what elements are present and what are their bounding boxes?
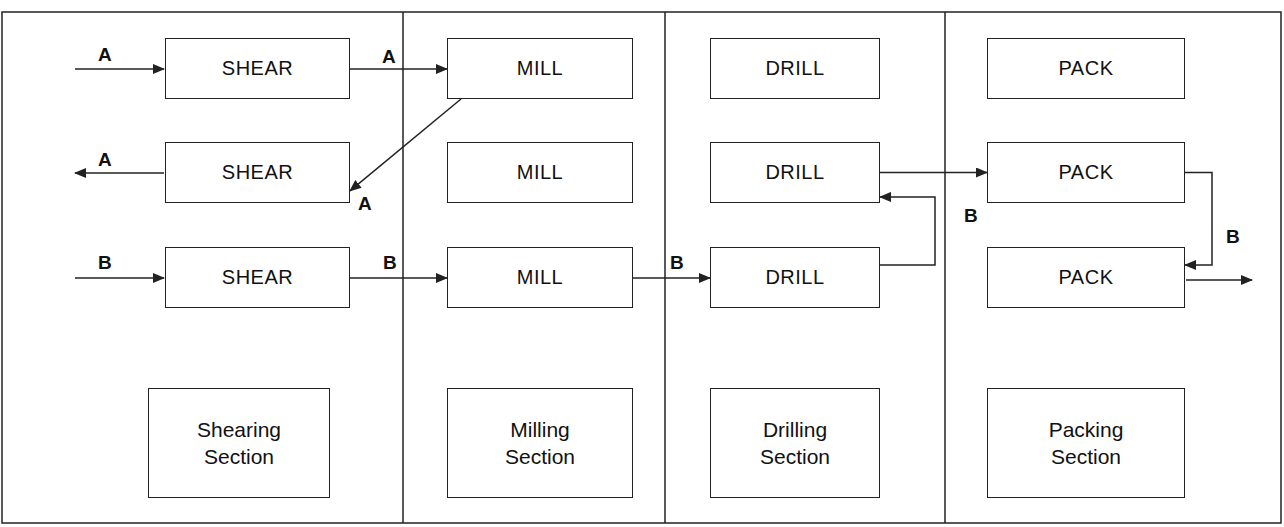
section-box: Packing Section xyxy=(987,388,1185,498)
machine-box: SHEAR xyxy=(165,247,350,308)
machine-name: SHEAR xyxy=(222,161,293,184)
machine-name: MILL xyxy=(517,161,563,184)
flow-label: B xyxy=(668,252,686,274)
machine-box: SHEAR xyxy=(165,38,350,99)
flow-label: B xyxy=(962,205,980,227)
flow-label: B xyxy=(1224,226,1242,248)
input-arrow xyxy=(75,277,164,279)
machine-box: PACK xyxy=(987,142,1185,203)
machine-name: SHEAR xyxy=(222,57,293,80)
machine-name: DRILL xyxy=(765,161,824,184)
flow-arrow xyxy=(880,197,935,265)
flow-arrow xyxy=(633,277,710,279)
section-name: Drilling Section xyxy=(735,416,855,471)
machine-name: PACK xyxy=(1059,57,1114,80)
output-arrow xyxy=(75,172,164,174)
outer-frame xyxy=(2,12,1281,523)
machine-name: DRILL xyxy=(765,57,824,80)
flow-arrow xyxy=(350,277,447,279)
machine-name: DRILL xyxy=(765,266,824,289)
machine-box: DRILL xyxy=(710,142,880,203)
machine-name: PACK xyxy=(1059,266,1114,289)
output-arrow xyxy=(1186,279,1252,281)
flow-label: B xyxy=(381,252,399,274)
section-name: Shearing Section xyxy=(179,416,299,471)
machine-box: PACK xyxy=(987,247,1185,308)
machine-box: DRILL xyxy=(710,38,880,99)
flow-arrow xyxy=(1185,173,1212,266)
machine-box: DRILL xyxy=(710,247,880,308)
flow-label: B xyxy=(96,252,114,274)
flow-arrow xyxy=(350,68,447,70)
section-box: Shearing Section xyxy=(148,388,330,498)
flow-label: A xyxy=(380,46,398,68)
section-divider xyxy=(664,12,666,523)
machine-name: MILL xyxy=(517,57,563,80)
section-name: Milling Section xyxy=(480,416,600,471)
machine-box: MILL xyxy=(447,38,633,99)
section-divider xyxy=(944,12,946,523)
flow-label: A xyxy=(96,149,114,171)
section-divider xyxy=(402,12,404,523)
flow-arrow xyxy=(880,172,987,174)
section-name: Packing Section xyxy=(1026,416,1146,471)
machine-box: SHEAR xyxy=(165,142,350,203)
flow-label: A xyxy=(96,44,114,66)
machine-name: PACK xyxy=(1059,161,1114,184)
machine-box: MILL xyxy=(447,247,633,308)
machine-box: PACK xyxy=(987,38,1185,99)
section-box: Milling Section xyxy=(447,388,633,498)
section-box: Drilling Section xyxy=(710,388,880,498)
flow-arrow xyxy=(350,99,461,191)
machine-name: MILL xyxy=(517,266,563,289)
flow-label: A xyxy=(356,193,374,215)
machine-box: MILL xyxy=(447,142,633,203)
machine-name: SHEAR xyxy=(222,266,293,289)
input-arrow xyxy=(75,68,164,70)
